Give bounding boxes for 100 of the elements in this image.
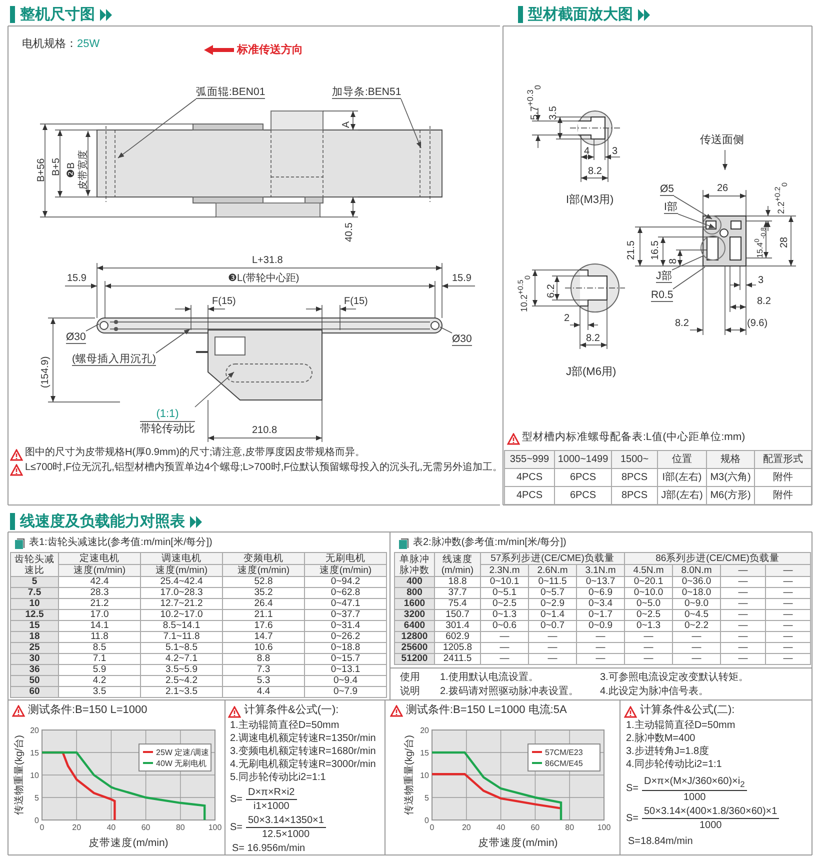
axis-tick-label: 40	[496, 823, 506, 832]
table-cell: 7.3	[222, 664, 304, 676]
header-cell: 调速电机	[140, 552, 222, 564]
dimension-label: B+5	[51, 158, 63, 176]
table-cell: 8.8	[222, 654, 304, 664]
dimension-label: 4	[584, 146, 590, 158]
part-label: J部(M6用)	[566, 366, 616, 378]
dimension-label: 3.5	[548, 106, 560, 120]
table-cell: 8PCS	[612, 468, 658, 486]
table-cell: 0~13.1	[304, 664, 386, 676]
header-cell: 1000~1499	[554, 450, 612, 468]
section-title: 整机尺寸图	[10, 6, 95, 23]
table-cell: —	[766, 620, 811, 632]
condition-text: 4.同步轮传动比i2=1:1	[626, 759, 722, 771]
callout-label: 加导条:BEN51	[332, 86, 402, 99]
table-cell: 0~5.0	[624, 598, 673, 610]
formula-title: 计算条件&公式(二):	[640, 704, 735, 716]
table-cell: —	[766, 598, 811, 610]
table-cell: 7.1~11.8	[140, 632, 222, 642]
table-cell: —	[576, 654, 625, 664]
formula-text: S=	[626, 783, 639, 795]
axis-tick-label: 5	[34, 794, 39, 802]
header-cell: 2.3N.m	[480, 564, 528, 576]
table-cell: —	[766, 654, 811, 664]
table-title: 型材槽内标准螺母配备表:L值(中心距单位:mm)	[522, 431, 746, 443]
table-cell: —	[720, 588, 766, 598]
formula-text: S=	[230, 794, 243, 806]
table-cell: 5.9	[58, 664, 140, 676]
table-cell: 0~0.6	[480, 620, 528, 632]
table-cell: 51200	[394, 654, 434, 664]
table-cell: 7.5	[10, 588, 58, 598]
note-text: 1.使用默认电流设置。	[440, 672, 538, 684]
dimension-label: 皮带宽度	[78, 150, 90, 190]
condition-text: 2.调速电机额定转速R=1350r/min	[230, 733, 376, 745]
table-cell: 35.2	[222, 588, 304, 598]
header-cell: 1500~	[612, 450, 658, 468]
dimension-label: 210.8	[252, 425, 278, 437]
dimension-label: F(15)	[212, 296, 236, 308]
condition-text: 1.主动辊筒直径D=50mm	[230, 720, 340, 732]
table-cell: —	[766, 588, 811, 598]
table-cell: —	[720, 642, 766, 654]
chart-title: 测试条件:B=150 L=1000 电流:5A	[406, 703, 567, 717]
table-cell: 28.3	[58, 588, 140, 598]
table-cell: J部(左右)	[658, 486, 706, 504]
header-cell: 86系列步进(CE/CME)负载量	[624, 552, 811, 564]
table-cell: 5.1~8.5	[140, 642, 222, 654]
formula-result: S= 16.956m/min	[232, 843, 306, 855]
table-cell: —	[720, 610, 766, 620]
spec-value: 25W	[77, 38, 100, 50]
table-cell: 400	[394, 576, 434, 588]
callout-label: Ø5	[660, 183, 674, 196]
leader-line	[86, 324, 100, 332]
axis-tick-label: 80	[176, 823, 185, 832]
axis-tick-label: 5	[424, 794, 429, 802]
header-cell: 配置形式	[754, 450, 812, 468]
table-cell: 4.4	[222, 686, 304, 698]
table-cell: 0~13.7	[576, 576, 625, 588]
table-cell: 0~7.9	[304, 686, 386, 698]
note-text: 图中的尺寸为皮带规格H(厚0.9mm)的尺寸;请注意,皮带厚度因皮带规格而异。	[25, 447, 365, 459]
table-cell: 21.1	[222, 610, 304, 620]
table-cell: 50	[10, 676, 58, 686]
table-cell: —	[624, 642, 673, 654]
axis-tick-label: 100	[597, 823, 611, 832]
table-cell: 0~9.4	[304, 676, 386, 686]
dimension-label: (154.9)	[40, 356, 52, 388]
header-cell: —	[720, 564, 766, 576]
header-cell: 57系列步进(CE/CME)负载量	[480, 552, 625, 564]
dimension-label: 8.2	[588, 166, 602, 178]
table-cell: 0~1.7	[576, 610, 625, 620]
axis-tick-label: 15	[420, 748, 429, 758]
callout-label: (螺母插入用沉孔)	[72, 353, 156, 366]
table-cell: —	[720, 632, 766, 642]
axis-title: 传送物重量(kg/台)	[404, 735, 415, 815]
dimension-label: ❸L(带轮中心距)	[228, 273, 300, 285]
table-cell: 1205.8	[434, 642, 480, 654]
table-cell: 11.8	[58, 632, 140, 642]
table-cell: 301.4	[434, 620, 480, 632]
leader-line	[672, 266, 706, 290]
dimension-label: 8	[668, 258, 680, 264]
table-cell: 0~5.7	[528, 588, 576, 598]
formula-numerator: 50×3.14×1350×1	[246, 815, 326, 828]
table-cell: 0~3.4	[576, 598, 625, 610]
dimension-label: 8.2	[675, 318, 689, 330]
table-cell: —	[480, 642, 528, 654]
table-cell: 0~31.4	[304, 620, 386, 632]
table-cell: 25	[10, 642, 58, 654]
header-cell: 速度(m/min)	[304, 564, 386, 576]
condition-text: 2.脉冲数M=400	[626, 733, 696, 745]
leader-line	[118, 98, 196, 158]
header-cell: 3.1N.m	[576, 564, 625, 576]
condition-text: 1.主动辊筒直径D=50mm	[626, 720, 736, 732]
table-cell: 2411.5	[434, 654, 480, 664]
table-cell: 0~18.0	[672, 588, 721, 598]
table-cell: 12.5	[10, 610, 58, 620]
table-title: 表2:脉冲数(参考值:m/min[米/每分])	[413, 537, 566, 549]
table-cell: 0~5.1	[480, 588, 528, 598]
leader-line	[400, 98, 422, 148]
table-cell: —	[624, 632, 673, 642]
dimension-label: 6.2	[546, 284, 558, 298]
axis-title: 皮带速度(m/min)	[478, 837, 558, 849]
